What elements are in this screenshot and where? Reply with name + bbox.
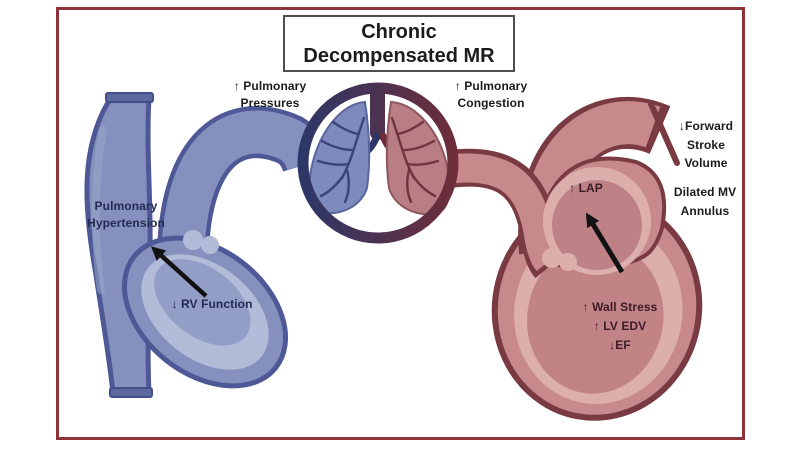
lv-stats-label: ↑ Wall Stress ↑ LV EDV ↓EF xyxy=(553,298,687,355)
dilated-mv-annulus-label: Dilated MV Annulus xyxy=(673,185,737,218)
diagram-title-line2: Decompensated MR xyxy=(303,44,495,67)
pulmonary-hypertension-label: Pulmonary Hypertension xyxy=(87,199,165,230)
diagram-title-box: Chronic Decompensated MR xyxy=(283,15,515,72)
pulmonary-vein xyxy=(448,153,560,272)
ventricle-cavity xyxy=(154,259,251,346)
lap-label: ↑ LAP xyxy=(569,181,603,195)
mitral-valve-bump xyxy=(542,248,562,268)
frame-border xyxy=(56,7,745,440)
right-ventricle xyxy=(121,235,289,389)
mitral-valve-bump xyxy=(559,253,577,271)
forward-stroke-volume-label: ↓Forward Stroke Volume xyxy=(678,119,734,170)
diagram-title-line1: Chronic xyxy=(361,20,437,43)
pulmonary-congestion-label: ↑ Pulmonary Congestion xyxy=(454,79,528,110)
left-lung-vessels xyxy=(316,116,366,204)
pulmonic-valve-bump xyxy=(201,236,219,254)
left-heart-illustration xyxy=(447,96,703,421)
right-heart-illustration xyxy=(84,92,333,398)
lungs-illustration xyxy=(297,82,459,244)
pulmonary-pressures-label: ↑ Pulmonary Pressures xyxy=(233,79,307,110)
vessel-bottom-opening xyxy=(109,387,153,398)
circulation-ring xyxy=(297,82,459,244)
ef-line: ↓EF xyxy=(609,338,631,352)
lv-edv-line: ↑ LV EDV xyxy=(593,319,647,333)
ventricle-cavity xyxy=(527,242,664,394)
pulmonary-artery xyxy=(161,110,329,254)
vessel-top-opening xyxy=(105,92,154,103)
vessel-highlight xyxy=(91,126,107,294)
aorta-cut-edge xyxy=(648,101,680,166)
rv-function-label: ↓ RV Function xyxy=(171,297,253,311)
right-lung-vessels xyxy=(390,116,440,204)
rv-to-pulmonary-arrow xyxy=(151,246,208,298)
trachea xyxy=(370,84,385,140)
pulmonic-valve-bump xyxy=(183,230,203,250)
wall-stress-line: ↑ Wall Stress xyxy=(582,300,658,314)
regurgitation-arrow xyxy=(585,212,625,274)
